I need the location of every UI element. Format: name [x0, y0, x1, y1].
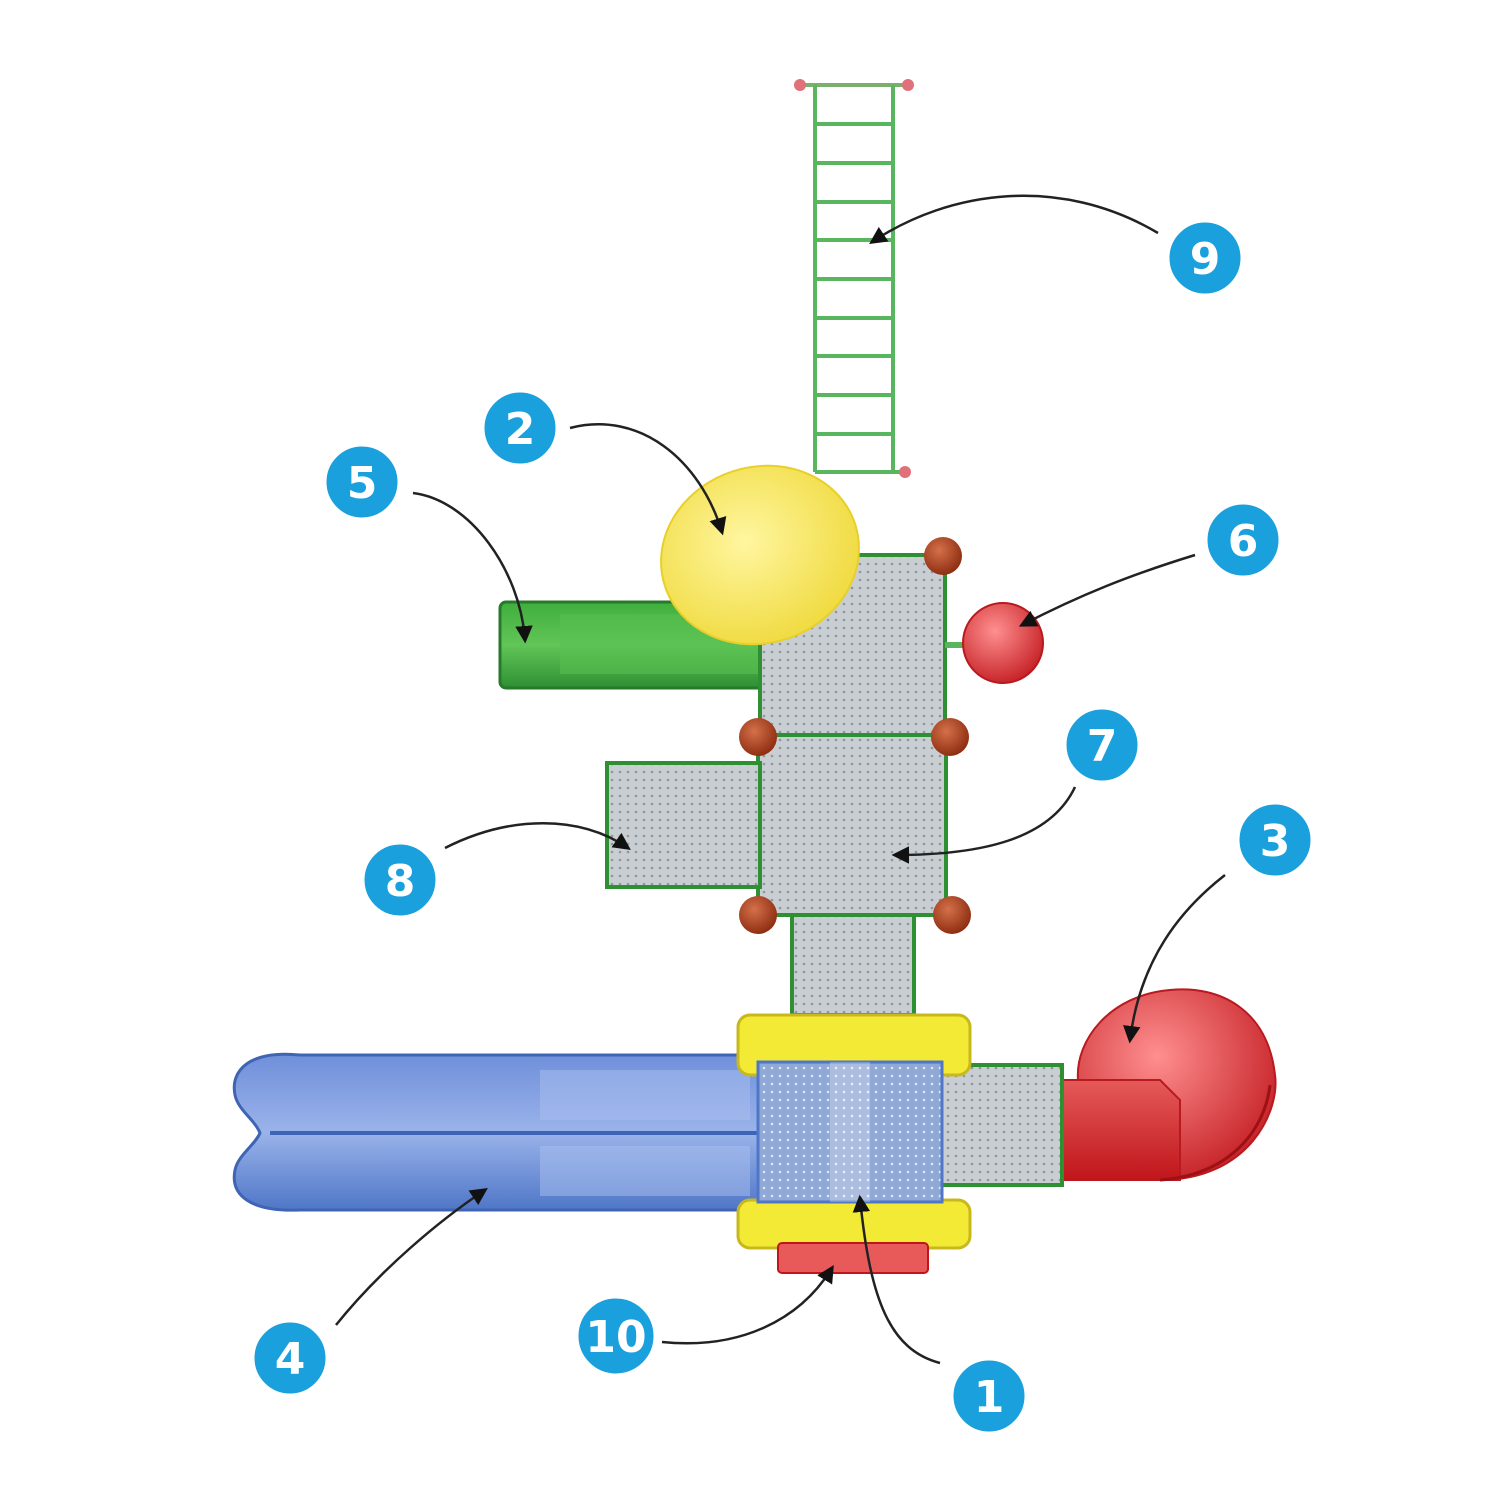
leader-arrows [335, 194, 1226, 1365]
post-knobs [739, 537, 971, 934]
red-tube-slide [1059, 988, 1277, 1182]
callout-badge-2: 2 [481, 389, 559, 467]
callout-badge-10: 10 [575, 1295, 657, 1377]
callout-label-10: 10 [585, 1312, 646, 1363]
red-base-step [777, 1242, 929, 1274]
callout-badge-5: 5 [323, 443, 401, 521]
callout-label-3: 3 [1260, 816, 1291, 867]
steering-ball [945, 602, 1044, 684]
callout-label-9: 9 [1190, 234, 1221, 285]
callout-badge-1: 1 [950, 1357, 1028, 1435]
yellow-roof [660, 464, 860, 646]
callout-badge-6: 6 [1204, 501, 1282, 579]
callout-badge-7: 7 [1063, 706, 1141, 784]
callout-label-6: 6 [1228, 516, 1259, 567]
connector-walk [790, 913, 916, 1017]
callout-badge-9: 9 [1166, 219, 1244, 297]
middle-platform [756, 733, 948, 917]
callout-label-8: 8 [385, 856, 416, 907]
callout-label-1: 1 [974, 1372, 1005, 1423]
right-step [938, 1063, 1064, 1187]
blue-double-slide [232, 1052, 762, 1212]
side-step [605, 761, 762, 889]
callout-label-4: 4 [275, 1334, 306, 1385]
callout-badge-4: 4 [251, 1319, 329, 1397]
callout-badge-8: 8 [361, 841, 439, 919]
callout-label-7: 7 [1087, 721, 1118, 772]
rope-ladder [794, 79, 914, 478]
callout-badge-3: 3 [1236, 801, 1314, 879]
callout-label-5: 5 [347, 458, 378, 509]
main-tower [736, 1013, 972, 1250]
callout-label-2: 2 [505, 404, 536, 455]
